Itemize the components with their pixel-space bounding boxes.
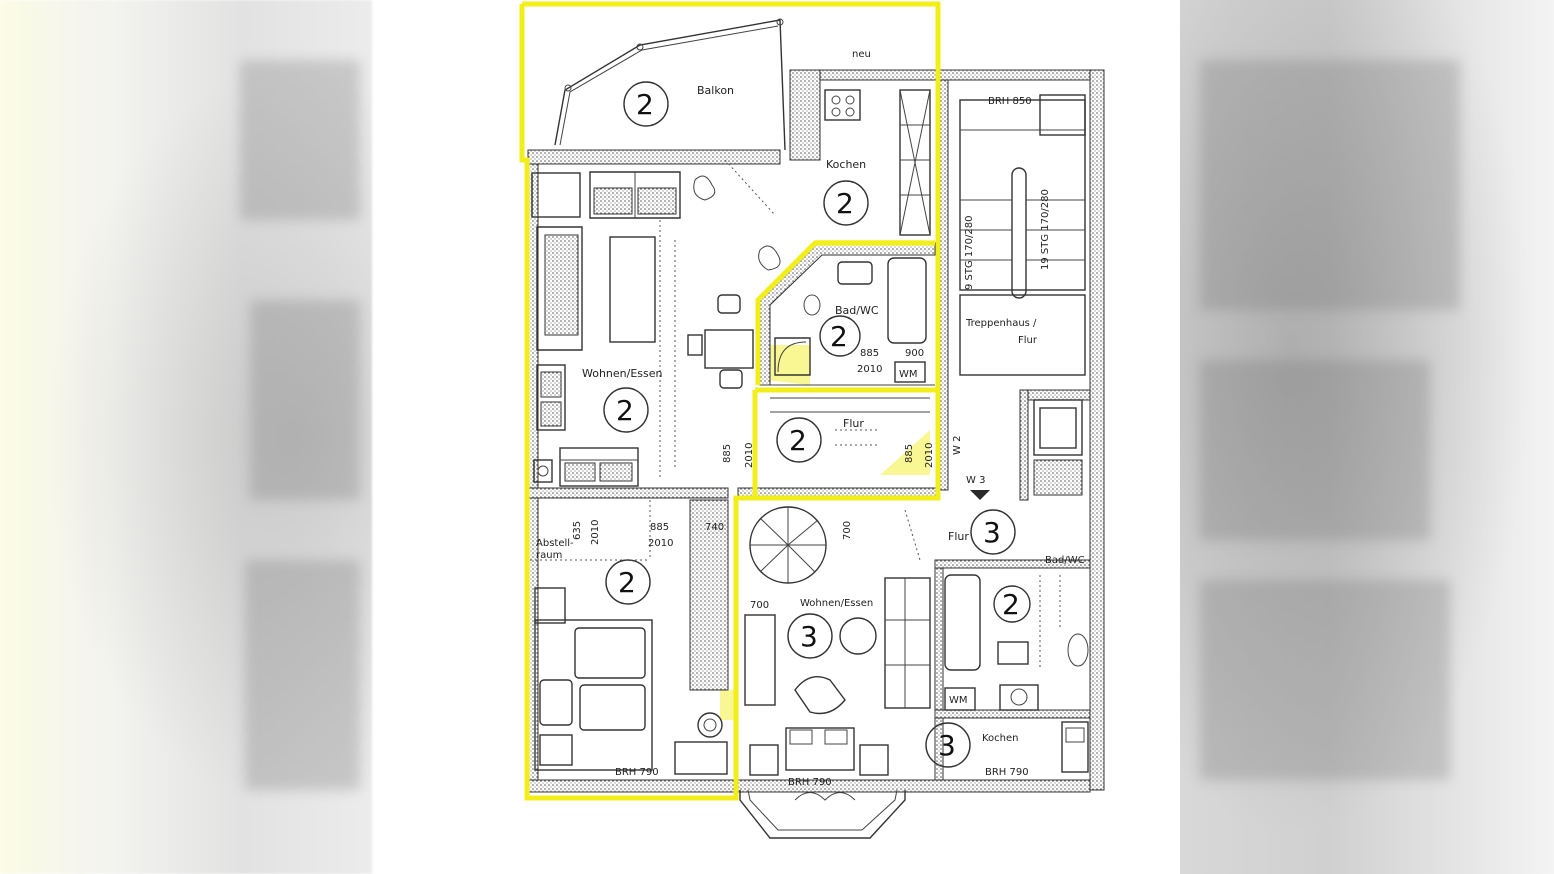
label-flur-right: Flur [948,530,969,543]
dim-2010-door: 2010 [648,538,673,549]
unit-number-flur: 2 [789,424,807,457]
blur-shape [1200,360,1430,540]
dim-900: 900 [905,348,924,359]
bay-window [739,790,906,839]
dim-w3: W 3 [966,475,985,486]
living-3 [744,506,931,801]
dim-brh-790-left: BRH 790 [615,767,659,778]
unit-number-schlaf: 2 [618,566,636,599]
dim-740: 740 [705,522,724,533]
right-kitchenette [1033,399,1083,496]
highlight-fill [765,345,810,385]
dim-2010-abstell: 2010 [590,520,601,545]
unit-number-kochen3: 3 [938,729,956,762]
dim-635: 635 [572,521,583,540]
label-stairs-2: 19 STG 170/280 [1040,189,1051,270]
dim-brh-850: BRH 850 [988,96,1032,107]
label-abstell: Abstell- [536,538,574,549]
label-abstell-raum: raum [536,550,562,561]
label-flur-mid: Flur [843,417,864,430]
bay-window-inner [747,789,898,831]
label-stairs-1: 9 STG 170/280 [964,216,975,290]
highlight-fill [720,690,735,720]
blurred-right-margin [1180,0,1554,874]
dim-brh-790-right: BRH 790 [985,767,1029,778]
kitchen-top [724,89,931,236]
living-left-furniture [531,171,781,487]
dim-w2: W 2 [952,436,963,455]
bedroom-left [530,500,728,775]
unit-number-bad3: 2 [1002,588,1020,621]
label-bad-wc-top: Bad/WC [835,304,879,317]
dim-2010-bad: 2010 [857,364,882,375]
label-treppenhaus-flur: Flur [1018,335,1038,346]
label-bad-wc-right: Bad/WC [1045,555,1085,566]
label-wm-bottom: WM [949,695,968,706]
staircase [959,94,1086,376]
hallway-middle [770,397,930,463]
unit-number-bad: 2 [830,320,848,353]
balcony [554,18,786,151]
label-wm-top: WM [899,369,918,380]
unit-3-rooms [925,490,1089,773]
blur-shape [1200,580,1450,780]
label-kochen-top: Kochen [826,158,866,171]
unit-number-wohnen3: 3 [800,620,818,653]
unit-circle [623,81,669,127]
dim-2010-flur-right: 2010 [924,443,935,468]
dim-885-flur-right: 885 [904,444,915,463]
label-neu: neu [852,49,871,60]
dim-brh-790-mid: BRH 790 [788,777,832,788]
blur-shape [240,60,360,220]
dim-2010-flur: 2010 [744,443,755,468]
dim-885-door: 885 [650,522,669,533]
blurred-left-margin [0,0,372,874]
dim-885-bad: 885 [860,348,879,359]
blur-shape [250,300,360,500]
unit-number-kochen: 2 [836,187,854,220]
dim-885-flur: 885 [722,444,733,463]
blur-shape [1200,60,1460,310]
highlight-outline-bath [755,240,935,385]
highlight-fill [880,430,930,475]
unit-number-flur3: 3 [983,516,1001,549]
label-wohnen-essen-bottom: Wohnen/Essen [800,598,873,609]
dim-700-left: 700 [750,600,769,611]
label-treppenhaus: Treppenhaus / [965,318,1037,329]
unit-number-balkon: 2 [636,88,654,121]
unit-number-wohnen: 2 [616,394,634,427]
label-balkon: Balkon [697,84,734,97]
label-wohnen-essen-left: Wohnen/Essen [582,367,663,380]
outer-walls [527,69,1105,793]
label-kochen-bottom: Kochen [982,733,1019,744]
highlight-outline-unit-2 [519,1,941,801]
dim-700-top: 700 [842,521,853,540]
blur-shape [245,560,360,790]
